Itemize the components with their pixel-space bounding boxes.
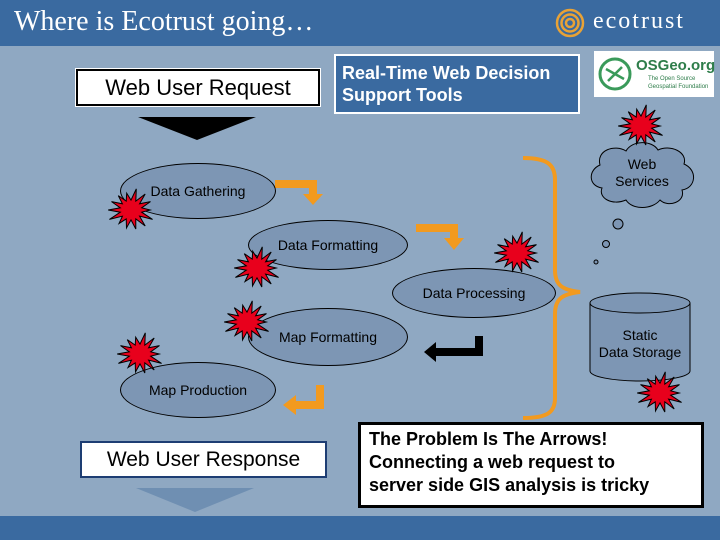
stage-data-processing: Data Processing [392, 268, 556, 318]
osgeo-tagline: The Open Source Geospatial Foundation [648, 75, 708, 91]
header-bar [0, 0, 720, 46]
stage-label: Map Production [148, 382, 248, 398]
web-services-line: Services [615, 173, 669, 189]
web-user-request-box: Web User Request [75, 68, 321, 107]
stage-data-gathering: Data Gathering [120, 163, 276, 219]
stage-map-formatting: Map Formatting [248, 308, 408, 366]
slide-title: Where is Ecotrust going… [14, 6, 314, 37]
stage-label: Data Processing [422, 285, 526, 301]
stage-label: Map Formatting [278, 329, 378, 345]
osgeo-logo: OSGeo.org The Open Source Geospatial Fou… [594, 51, 716, 97]
osgeo-name: OSGeo.org [636, 57, 716, 74]
problem-line: Connecting a web request to [369, 452, 616, 472]
curly-brace-icon [522, 156, 581, 420]
stage-label: Data Gathering [150, 183, 246, 199]
osgeo-tagline-line: The Open Source [648, 76, 696, 82]
stage-data-formatting: Data Formatting [248, 220, 408, 270]
bent-arrow-icon [424, 336, 483, 362]
stage-map-production: Map Production [120, 362, 276, 418]
web-services-label: Web Services [600, 156, 684, 190]
realtime-line: Support Tools [342, 85, 463, 105]
problem-line: server side GIS analysis is tricky [369, 475, 650, 495]
footer-bar [0, 516, 720, 540]
osgeo-tagline-line: Geospatial Foundation [648, 84, 709, 90]
problem-line: The Problem Is The Arrows! [369, 429, 608, 449]
stage-label: Data Formatting [277, 237, 379, 253]
storage-line: Data Storage [598, 344, 682, 360]
web-services-line: Web [627, 156, 657, 172]
realtime-tools-box: Real-Time Web Decision Support Tools [334, 54, 580, 114]
web-user-response-box: Web User Response [80, 441, 327, 478]
down-arrow-icon [136, 488, 254, 512]
bent-arrow-icon [275, 180, 323, 205]
bent-arrow-icon [283, 385, 324, 415]
bent-arrow-icon [416, 224, 464, 250]
storage-label: Static Data Storage [592, 327, 688, 361]
osgeo-logo-icon [598, 57, 632, 91]
request-label: Web User Request [105, 74, 291, 100]
storage-line: Static [622, 327, 658, 343]
cylinder-icon [589, 292, 691, 382]
problem-box: The Problem Is The Arrows! Connecting a … [358, 422, 704, 508]
ecotrust-logo-icon [555, 8, 585, 38]
ecotrust-logo-text: ecotrust [593, 8, 685, 34]
down-arrow-icon [138, 117, 256, 140]
response-label: Web User Response [106, 447, 301, 471]
realtime-line: Real-Time Web Decision [342, 63, 551, 83]
